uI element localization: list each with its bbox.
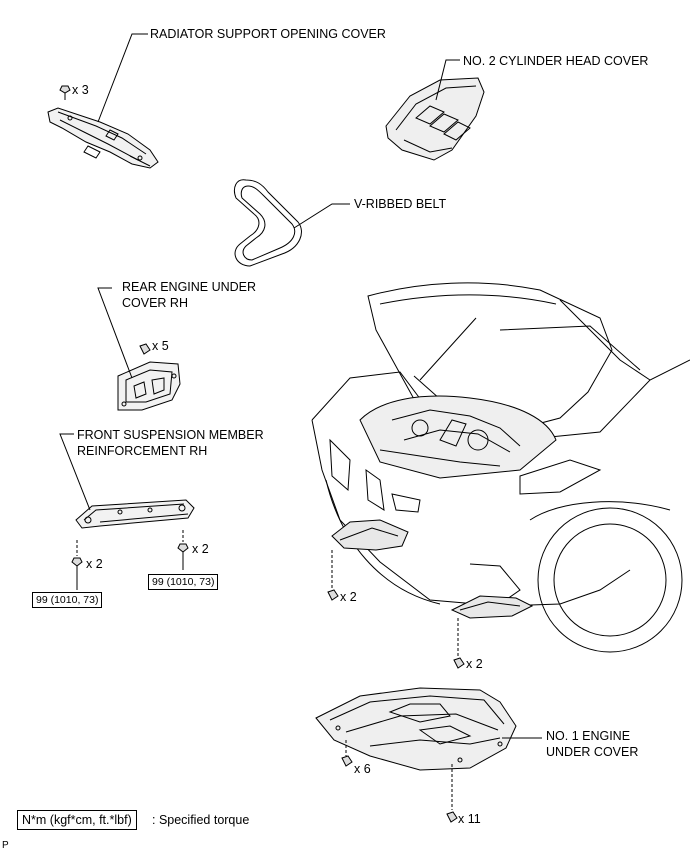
qty-under-cover-clip-11: x 11: [458, 812, 481, 826]
torque-box-fsm-left: 99 (1010, 73): [32, 592, 103, 608]
label-v-ribbed-belt: V-RIBBED BELT: [354, 197, 447, 211]
qty-vehicle-clip-left: x 2: [340, 590, 357, 604]
clip-icon: [59, 85, 71, 100]
bolt-icon: [71, 540, 83, 590]
qty-vehicle-clip-front: x 2: [466, 657, 483, 671]
label-front-suspension-member-line1: FRONT SUSPENSION MEMBER: [77, 428, 264, 442]
leader-radiator-cover: [97, 33, 148, 123]
rear-engine-under-cover-rh: [117, 361, 181, 411]
qty-fsm-bolt-left: x 2: [86, 557, 103, 571]
clip-icon: [453, 657, 465, 669]
clip-icon: [341, 755, 353, 767]
label-radiator-support-opening-cover: RADIATOR SUPPORT OPENING COVER: [150, 27, 386, 41]
label-front-suspension-member-line2: REINFORCEMENT RH: [77, 444, 208, 458]
v-ribbed-belt: [233, 179, 302, 267]
label-no2-cylinder-head-cover: NO. 2 CYLINDER HEAD COVER: [463, 54, 649, 68]
clip-icon: [446, 811, 458, 823]
leader-fsm: [59, 433, 91, 511]
corner-mark: P: [2, 840, 9, 851]
radiator-support-opening-cover: [47, 107, 159, 169]
qty-rear-cover-clip: x 5: [152, 339, 169, 353]
label-rear-engine-under-cover-line2: COVER RH: [122, 296, 188, 310]
label-rear-engine-under-cover-line1: REAR ENGINE UNDER: [122, 280, 257, 294]
qty-radiator-clip: x 3: [72, 83, 89, 97]
front-suspension-member-reinforcement-rh: [75, 499, 195, 529]
qty-under-cover-clip-6: x 6: [354, 762, 371, 776]
clip-icon: [327, 589, 339, 601]
label-no1-engine-under-cover-line2: UNDER COVER: [546, 745, 639, 759]
torque-box-fsm-right: 99 (1010, 73): [148, 574, 219, 590]
leader-head-cover: [435, 59, 460, 101]
legend-torque-text: : Specified torque: [152, 813, 250, 827]
bolt-icon: [177, 530, 189, 570]
clip-icon: [139, 343, 151, 355]
leader-rear-cover: [97, 287, 133, 379]
legend-torque-box: N*m (kgf*cm, ft.*lbf): [17, 810, 137, 830]
vehicle-front-view: [311, 282, 690, 653]
no1-engine-under-cover: [315, 687, 517, 771]
label-no1-engine-under-cover-line1: NO. 1 ENGINE: [546, 729, 631, 743]
qty-fsm-bolt-right: x 2: [192, 542, 209, 556]
no2-cylinder-head-cover: [385, 77, 485, 161]
leader-belt: [293, 203, 350, 229]
